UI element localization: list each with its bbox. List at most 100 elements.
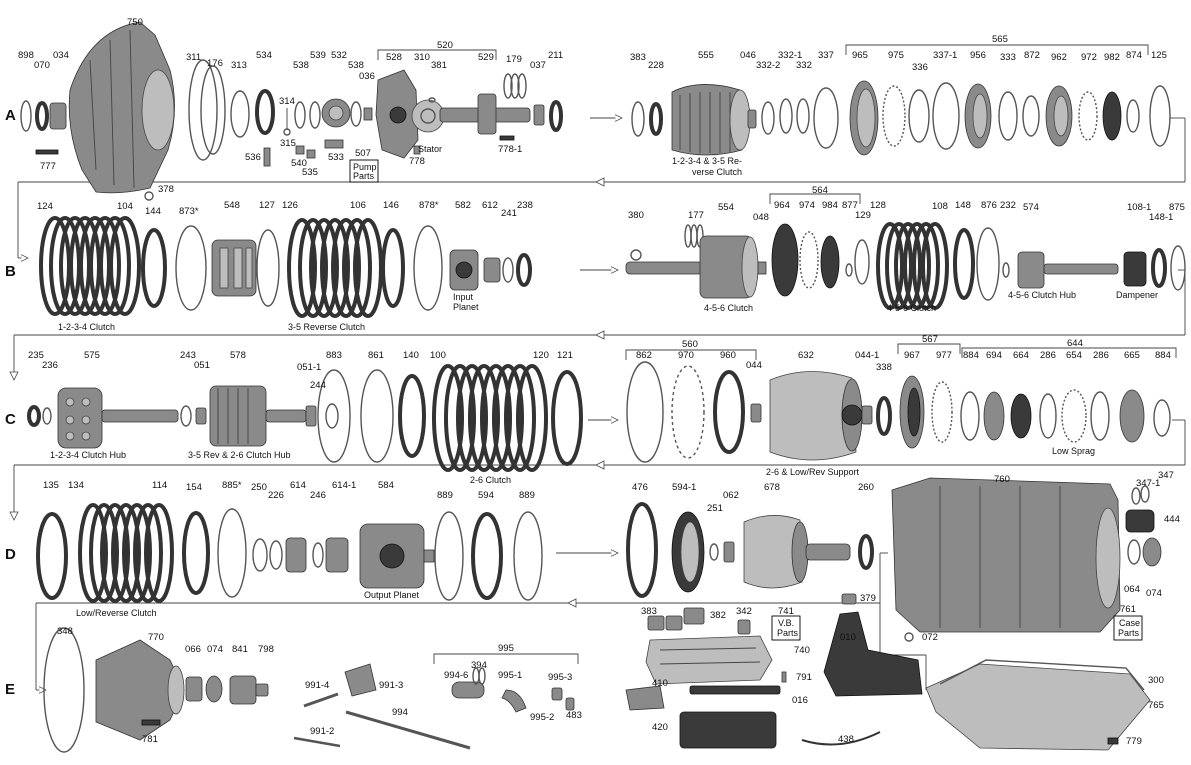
- label-135: 135: [43, 480, 59, 491]
- race-664: [1010, 393, 1032, 439]
- label-236: 236: [42, 360, 58, 371]
- nut-798: [255, 683, 269, 697]
- link-991-4: [303, 692, 339, 708]
- label-664: 664: [1013, 350, 1029, 361]
- plate-154: [182, 511, 210, 595]
- label-381: 381: [431, 60, 447, 71]
- label-072: 072: [922, 632, 938, 643]
- label-394: 394: [471, 660, 487, 671]
- label-238: 238: [517, 200, 533, 211]
- bearing-051: [195, 407, 207, 425]
- gear-614: [285, 537, 307, 573]
- label-048: 048: [753, 212, 769, 223]
- label-382: 382: [710, 610, 726, 621]
- label-574: 574: [1023, 202, 1039, 213]
- caption-clutch-1234: 1-2-3-4 Clutch: [58, 322, 115, 332]
- label-884a: 884: [963, 350, 979, 361]
- bearing-048: [757, 261, 767, 275]
- ring-148-1: [1151, 248, 1167, 288]
- label-778: 778: [409, 156, 425, 167]
- label-528: 528: [386, 52, 402, 63]
- label-074a: 074: [1146, 588, 1162, 599]
- ring-241: [502, 257, 514, 283]
- seal-444: [1125, 509, 1155, 533]
- row-letter-b: B: [5, 263, 16, 280]
- label-740: 740: [794, 645, 810, 656]
- label-956: 956: [970, 50, 986, 61]
- row-c-parts: [27, 364, 583, 472]
- label-066: 066: [185, 644, 201, 655]
- label-898: 898: [18, 50, 34, 61]
- plate-476: [626, 502, 658, 598]
- label-765: 765: [1148, 700, 1164, 711]
- caption-pump-2: Parts: [353, 171, 375, 181]
- row-a-parts: [20, 21, 563, 194]
- label-540: 540: [291, 158, 307, 169]
- label-962: 962: [1051, 52, 1067, 63]
- label-584: 584: [378, 480, 394, 491]
- label-750: 750: [127, 17, 143, 28]
- bolt-777: [35, 149, 59, 155]
- label-982: 982: [1104, 52, 1120, 63]
- label-991-2: 991-2: [310, 726, 334, 737]
- label-347: 347: [1158, 470, 1174, 481]
- label-134: 134: [68, 480, 84, 491]
- label-250: 250: [251, 482, 267, 493]
- ring-232: [1002, 262, 1010, 278]
- label-332: 332: [796, 60, 812, 71]
- housing-face: [141, 69, 175, 151]
- case-parts-box: [1113, 615, 1143, 641]
- label-781: 781: [142, 734, 158, 745]
- row-b-parts: [39, 191, 532, 318]
- ring-246: [312, 542, 324, 568]
- seal-383: [631, 101, 645, 137]
- label-074b: 074: [207, 644, 223, 655]
- rings-394: [478, 667, 486, 685]
- label-614: 614: [290, 480, 306, 491]
- label-974: 974: [799, 200, 815, 211]
- label-108: 108: [932, 201, 948, 212]
- label-128: 128: [870, 200, 886, 211]
- label-420: 420: [652, 722, 668, 733]
- solenoid-342: [737, 619, 751, 635]
- spring-974: [799, 231, 819, 289]
- label-535: 535: [302, 167, 318, 178]
- seal-074b: [205, 675, 223, 703]
- ring-884a: [960, 391, 980, 441]
- bearing-534: [255, 89, 275, 135]
- label-148-1: 148-1: [1149, 212, 1173, 223]
- clutch-pack-456: [876, 222, 949, 310]
- label-761: 761: [1120, 604, 1136, 615]
- label-037: 037: [530, 60, 546, 71]
- ring-243: [180, 405, 192, 427]
- label-654: 654: [1066, 350, 1082, 361]
- ring-236: [42, 407, 52, 425]
- caption-case-1: Case: [1119, 618, 1140, 628]
- spring-977: [931, 381, 953, 443]
- label-483: 483: [566, 710, 582, 721]
- low-sprag-654: [1061, 389, 1087, 443]
- bushing-034: [49, 102, 67, 130]
- row-letter-e: E: [5, 681, 15, 698]
- snap-ring-876: [976, 227, 1000, 301]
- label-232: 232: [1000, 200, 1016, 211]
- label-538a: 538: [293, 60, 309, 71]
- label-536: 536: [245, 152, 261, 163]
- bolt-778-1: [499, 135, 515, 141]
- label-337-1: 337-1: [933, 50, 957, 61]
- clutch-pack-1234: [39, 216, 141, 316]
- label-694: 694: [986, 350, 1002, 361]
- snap-ring-885: [217, 508, 247, 598]
- ring-332-1: [779, 98, 793, 134]
- bearing-062: [723, 541, 735, 563]
- clutch-hub-1234-575: [57, 387, 103, 449]
- row-d-parts: [36, 503, 543, 603]
- label-889b: 889: [519, 490, 535, 501]
- spring-536: [263, 147, 271, 167]
- row-b-right-parts: [625, 222, 1186, 310]
- ring-338: [876, 396, 892, 436]
- label-877: 877: [842, 200, 858, 211]
- label-333: 333: [1000, 52, 1016, 63]
- caption-35rev-hub: 3-5 Rev & 2-6 Clutch Hub: [188, 450, 291, 460]
- label-878: 878*: [419, 200, 439, 211]
